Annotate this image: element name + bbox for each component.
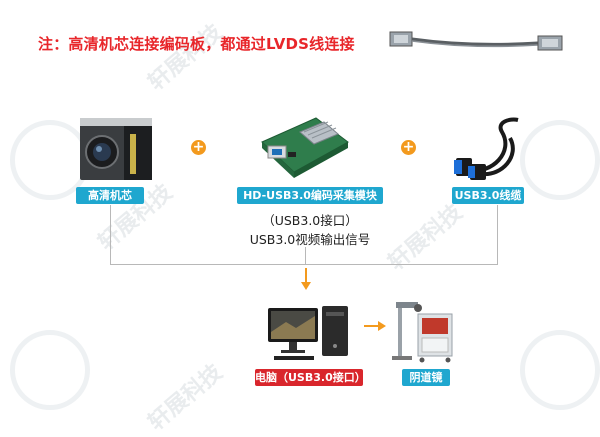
plus-icon: + (401, 139, 416, 155)
watermark-logo (520, 120, 600, 200)
computer-label: 电脑（USB3.0接口） (255, 369, 366, 386)
encoder-board-image (261, 117, 349, 178)
arrow-down-icon (301, 268, 311, 290)
lvds-cable-image (389, 31, 563, 51)
camera-label: 高清机芯 (76, 187, 144, 204)
cable-label: USB3.0线缆 (452, 187, 524, 204)
computer-image (268, 306, 348, 360)
usb-cable-image (454, 117, 519, 180)
plus-icon: + (191, 139, 206, 155)
camera-module-image (80, 118, 152, 180)
connector-line (110, 264, 498, 265)
colposcope-label: 阴道镜 (402, 369, 450, 386)
connector-line (110, 205, 111, 264)
board-label: HD-USB3.0编码采集模块 (237, 187, 383, 204)
board-desc-output: USB3.0视频输出信号 (249, 232, 371, 247)
connector-line (497, 205, 498, 264)
watermark-text: 轩展科技 (143, 360, 228, 436)
colposcope-image (392, 302, 453, 363)
watermark-logo (520, 330, 600, 410)
board-desc-interface: （USB3.0接口） (262, 213, 358, 228)
connector-line (305, 247, 306, 264)
watermark-logo (10, 330, 90, 410)
arrow-right-icon (364, 321, 386, 331)
watermark-text: 轩展科技 (143, 20, 228, 96)
note-text: 注：高清机芯连接编码板，都通过LVDS线连接 (38, 35, 355, 53)
